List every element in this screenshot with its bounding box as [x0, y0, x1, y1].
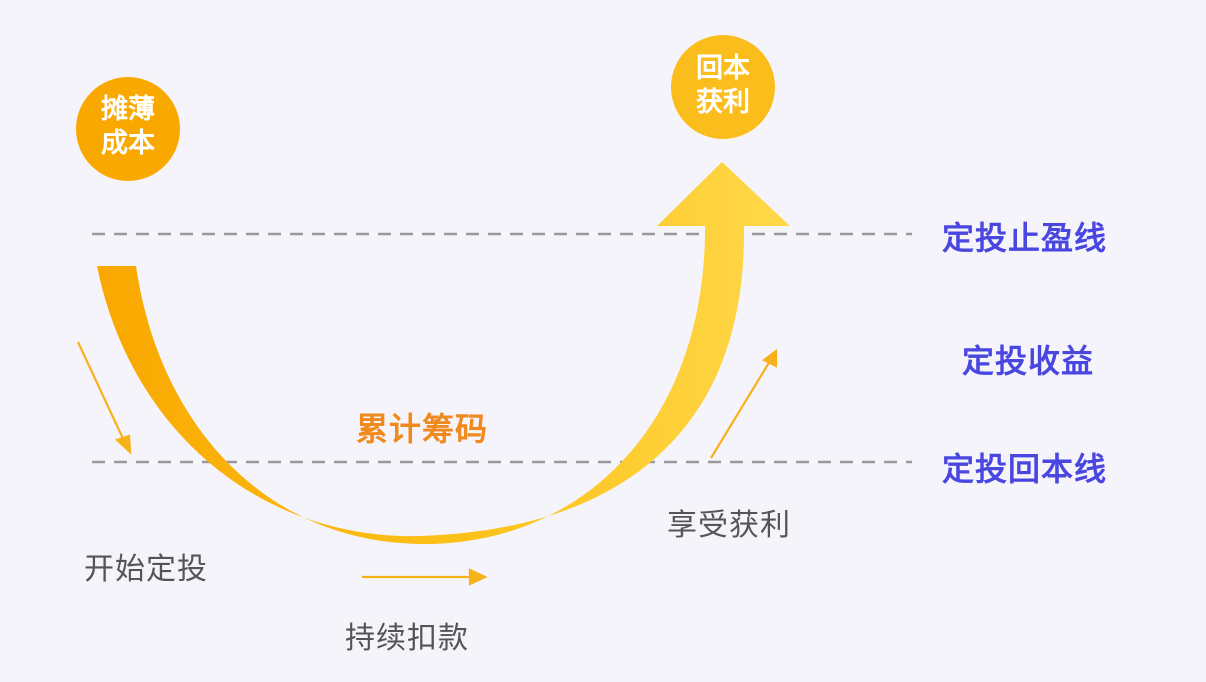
- enjoy-arrow-icon: [710, 348, 778, 459]
- accumulate-label: 累计筹码: [356, 410, 489, 448]
- income-label: 定投收益: [962, 342, 1095, 380]
- lower-cost-line1: 摊薄: [101, 94, 155, 125]
- start-label: 开始定投: [84, 552, 208, 587]
- continue-label: 持续扣款: [345, 621, 469, 656]
- profit-bubble: [671, 35, 775, 139]
- lower-cost-bubble-text: 摊薄 成本: [92, 93, 164, 161]
- start-arrow-icon: [77, 341, 132, 455]
- investment-curve-arrow: [97, 162, 790, 545]
- continue-arrow-icon: [362, 568, 488, 586]
- stop-profit-line-label: 定投止盈线: [942, 219, 1108, 257]
- profit-line1: 回本: [696, 53, 750, 84]
- lower-cost-line2: 成本: [101, 128, 155, 159]
- enjoy-label: 享受获利: [667, 508, 791, 543]
- break-even-line-label: 定投回本线: [942, 450, 1108, 488]
- profit-bubble-text: 回本 获利: [687, 52, 759, 120]
- profit-line2: 获利: [696, 87, 750, 118]
- lower-cost-bubble: [76, 77, 180, 181]
